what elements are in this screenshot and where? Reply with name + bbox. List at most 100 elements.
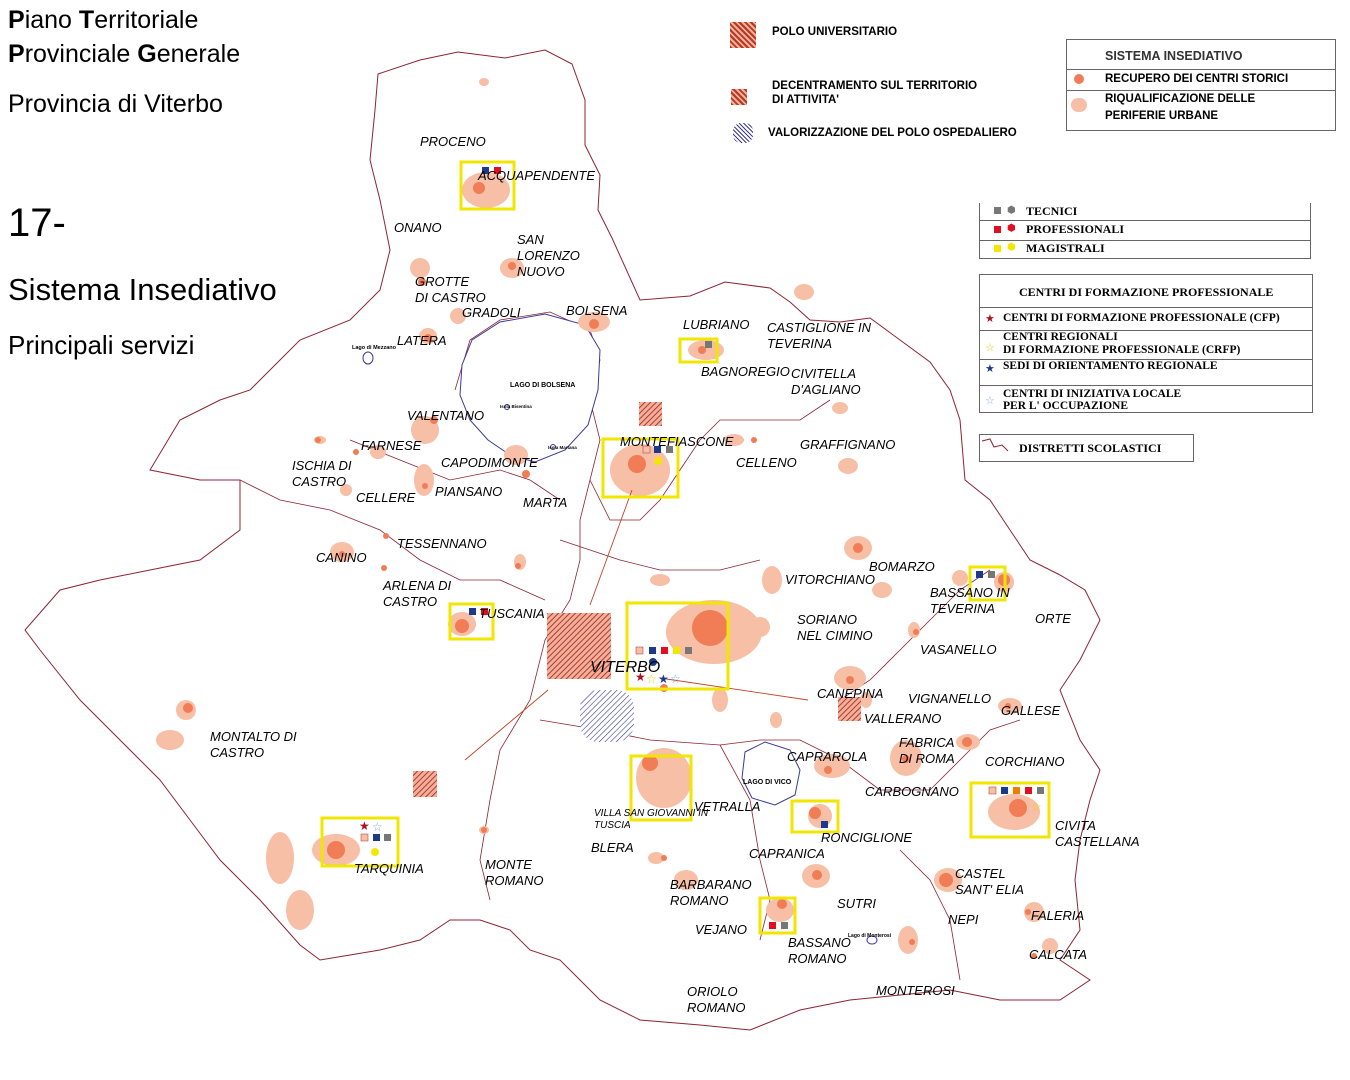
decentramento-label-1: DECENTRAMENTO SUL TERRITORIO bbox=[772, 80, 978, 92]
polo-universitario-label: POLO UNIVERSITARIO bbox=[772, 26, 898, 38]
decentramento-tarquinia bbox=[413, 771, 437, 797]
town-proceno: PROCENO bbox=[420, 134, 486, 149]
professionali-label: PROFESSIONALI bbox=[1026, 222, 1125, 236]
town-faleria: FALERIA bbox=[1031, 908, 1085, 923]
town-piansano: PIANSANO bbox=[435, 484, 503, 499]
town-oriolo: ORIOLO ROMANO bbox=[687, 984, 746, 1015]
town-civitella: CIVITELLA D'AGLIANO bbox=[791, 366, 861, 397]
town-arlena: ARLENA DI CASTRO bbox=[383, 578, 452, 609]
iniziativa-star-icon: ☆ bbox=[985, 395, 995, 407]
town-fabrica: FABRICA DI ROMA bbox=[899, 735, 955, 766]
cfp-star-icon: ★ bbox=[985, 313, 995, 325]
town-tarquinia: TARQUINIA bbox=[354, 861, 424, 876]
town-capranica: CAPRANICA bbox=[749, 846, 825, 861]
distretti-legend: DISTRETTI SCOLASTICI bbox=[979, 434, 1194, 462]
town-latera: LATERA bbox=[397, 333, 447, 348]
town-bassano-romano: BASSANO ROMANO bbox=[788, 935, 851, 966]
town-celleno: CELLENO bbox=[736, 455, 797, 470]
town-montalto: MONTALTO DI CASTRO bbox=[210, 729, 297, 760]
lago-di-mezzano-label: Lago di Mezzano bbox=[352, 345, 396, 351]
map-number: 17- bbox=[8, 201, 66, 245]
magistrali-hex-icon: ⬢ bbox=[1007, 242, 1016, 253]
town-bomarzo: BOMARZO bbox=[869, 559, 935, 574]
lago-di-vico-label: LAGO DI VICO bbox=[743, 779, 792, 786]
crfp-label-1: CENTRI REGIONALI bbox=[1003, 331, 1118, 343]
decentramento-label-2: DI ATTIVITA' bbox=[772, 94, 840, 106]
crfp-label-2: DI FORMAZIONE PROFESSIONALE (CRFP) bbox=[1003, 344, 1241, 356]
polo-universitario-viterbo bbox=[547, 613, 611, 679]
town-monte-romano: MONTE ROMANO bbox=[485, 857, 544, 888]
lago-di-bolsena-label: LAGO DI BOLSENA bbox=[510, 382, 576, 389]
section-title: Sistema Insediativo bbox=[8, 272, 277, 307]
town-civita: CIVITA CASTELLANA bbox=[1055, 818, 1140, 849]
magistrali-swatch bbox=[994, 245, 1001, 252]
lago-di-mezzano bbox=[362, 351, 374, 365]
legend-header: SISTEMA INSEDIATIVO bbox=[1105, 49, 1243, 63]
polo-ospedaliero-label: VALORIZZAZIONE DEL POLO OSPEDALIERO bbox=[768, 127, 1017, 139]
lago-di-vico bbox=[741, 741, 801, 806]
town-canino: CANINO bbox=[316, 550, 367, 565]
service-symbols: ★ ☆ ★ ☆ ☆ ★ ☆ bbox=[359, 167, 1044, 929]
riqualificazione-label-2: PERIFERIE URBANE bbox=[1105, 110, 1219, 122]
lago-di-monterosi bbox=[866, 935, 878, 945]
isola-martana-label: Isola Martana bbox=[548, 445, 577, 450]
town-onano: ONANO bbox=[394, 220, 442, 235]
town-gradoli: GRADOLI bbox=[462, 305, 521, 320]
svg-text:☆: ☆ bbox=[372, 820, 383, 834]
town-nepi: NEPI bbox=[948, 912, 979, 927]
tecnici-label: TECNICI bbox=[1026, 204, 1078, 218]
magistrali-label: MAGISTRALI bbox=[1026, 241, 1105, 255]
svg-text:★: ★ bbox=[658, 672, 669, 686]
highlight-boxes bbox=[320, 160, 1051, 935]
town-ronciglione: RONCIGLIONE bbox=[821, 830, 913, 845]
lago-di-monterosi-label: Lago di Monterosi bbox=[848, 933, 892, 939]
title-line-2: Provinciale Generale bbox=[8, 40, 241, 68]
town-castel: CASTEL SANT' ELIA bbox=[955, 866, 1024, 897]
town-villa-san-giovanni: VILLA SAN GIOVANNI IN TUSCIA bbox=[594, 808, 709, 831]
town-montefiascone: MONTEFIASCONE bbox=[620, 434, 734, 449]
town-vitorchiano: VITORCHIANO bbox=[785, 572, 876, 587]
svg-text:★: ★ bbox=[359, 819, 370, 833]
town-vetralla: VETRALLA bbox=[694, 799, 761, 814]
decentramento-montefiascone bbox=[639, 402, 662, 426]
isola-bisentina-label: Isola Bisentina bbox=[500, 404, 532, 409]
polo-ospedaliero bbox=[580, 690, 634, 742]
town-caprarola: CAPRAROLA bbox=[787, 749, 868, 764]
tecnici-hex-icon: ⬢ bbox=[1007, 205, 1016, 216]
town-gallese: GALLESE bbox=[1001, 703, 1061, 718]
town-barbarano: BARBARANO ROMANO bbox=[670, 877, 752, 908]
riqualificazione-swatch bbox=[1071, 98, 1087, 112]
town-corchiano: CORCHIANO bbox=[985, 754, 1065, 769]
town-valentano: VALENTANO bbox=[407, 408, 485, 423]
town-bassano-teverina: BASSANO IN TEVERINA bbox=[930, 585, 1010, 616]
title-line-1: Piano Territoriale bbox=[8, 6, 199, 34]
town-cellere: CELLERE bbox=[356, 490, 416, 505]
iniziativa-label-2: PER L' OCCUPAZIONE bbox=[1003, 400, 1129, 412]
svg-text:☆: ☆ bbox=[670, 672, 681, 686]
town-vallerano: VALLERANO bbox=[864, 711, 942, 726]
sedi-label: SEDI DI ORIENTAMENTO REGIONALE bbox=[1003, 360, 1218, 372]
professionali-swatch bbox=[994, 226, 1001, 233]
polo-ospedaliero-swatch bbox=[733, 123, 753, 143]
town-farnese: FARNESE bbox=[361, 438, 422, 453]
town-blera: BLERA bbox=[591, 840, 634, 855]
town-canepina: CANEPINA bbox=[817, 686, 884, 701]
distretti-scolastici bbox=[239, 311, 1021, 981]
town-acquapendente: ACQUAPENDENTE bbox=[478, 168, 596, 183]
schools-legend: ⬢ TECNICI ⬢ PROFESSIONALI ⬢ MAGISTRALI bbox=[979, 203, 1311, 259]
town-castiglione: CASTIGLIONE IN TEVERINA bbox=[767, 320, 872, 351]
town-graffignano: GRAFFIGNANO bbox=[800, 437, 896, 452]
town-tuscania: TUSCANIA bbox=[479, 606, 545, 621]
province-name: Provincia di Viterbo bbox=[8, 90, 223, 118]
formazione-legend: CENTRI DI FORMAZIONE PROFESSIONALE ★ CEN… bbox=[979, 274, 1313, 413]
professionali-hex-icon: ⬢ bbox=[1007, 223, 1016, 234]
town-monterosi: MONTEROSI bbox=[876, 983, 955, 998]
recupero-label: RECUPERO DEI CENTRI STORICI bbox=[1105, 73, 1289, 85]
town-vejano: VEJANO bbox=[695, 922, 748, 937]
town-calcata: CALCATA bbox=[1029, 947, 1088, 962]
centri-storici bbox=[183, 182, 1037, 959]
town-bagnoregio: BAGNOREGIO bbox=[701, 364, 790, 379]
town-vignanello: VIGNANELLO bbox=[908, 691, 992, 706]
sedi-star-icon: ★ bbox=[985, 363, 995, 375]
town-orte: ORTE bbox=[1035, 611, 1071, 626]
